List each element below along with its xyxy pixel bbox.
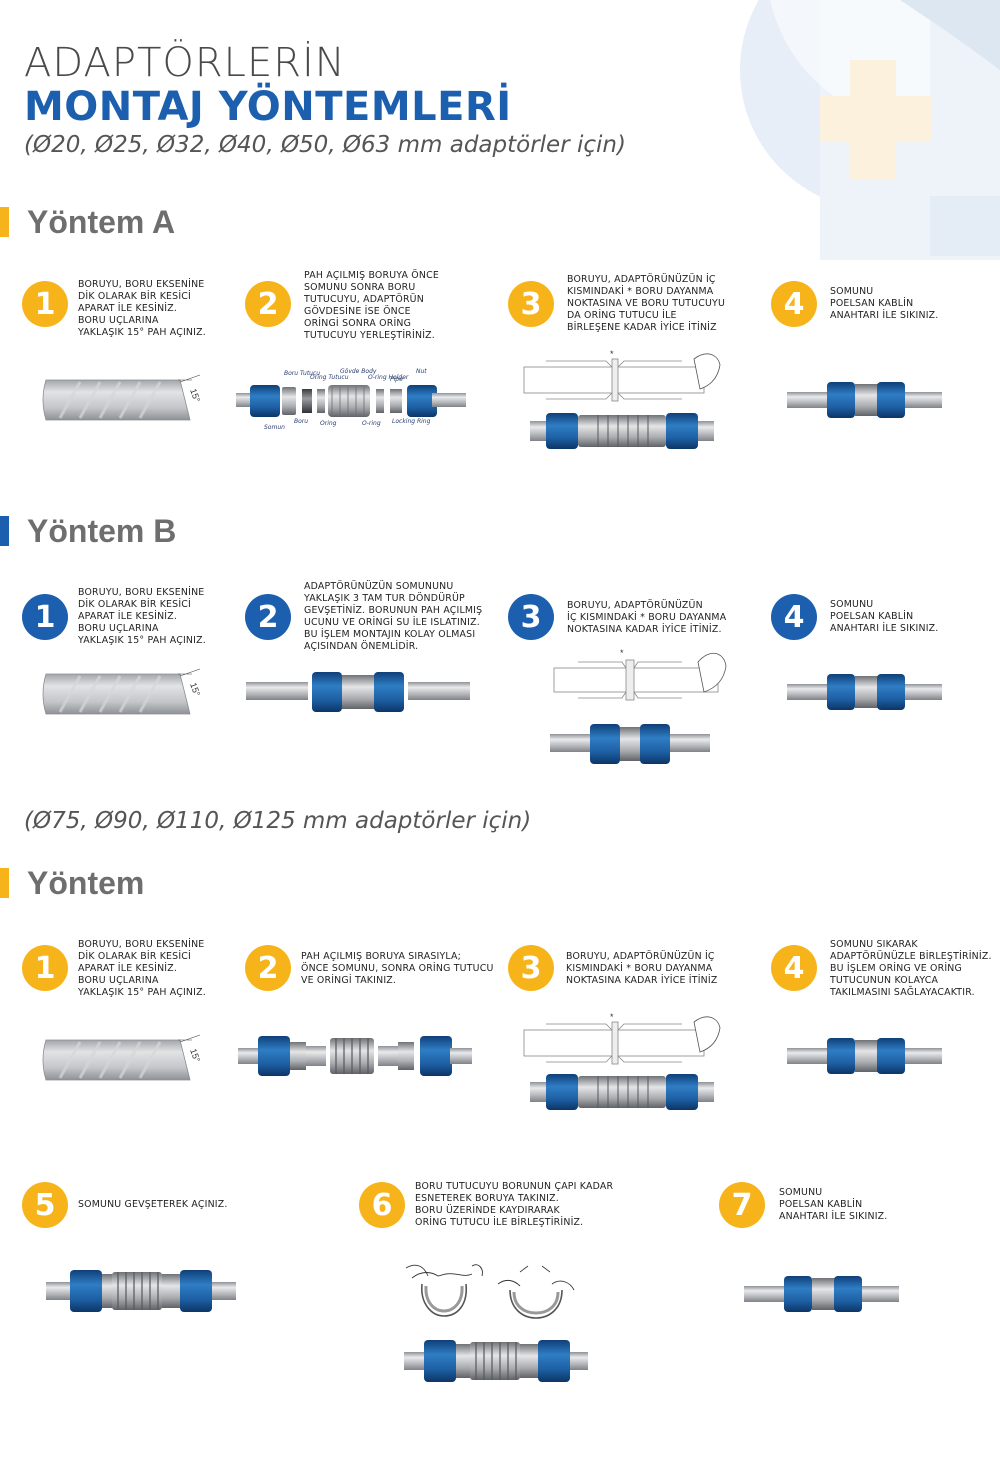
figure-c6-stretch-ring (404, 1264, 588, 1382)
stop-mark-a3: * (610, 349, 614, 359)
figure-c5-loosen-nut (46, 1270, 236, 1312)
step-c7-badge: 7 (719, 1182, 765, 1228)
step-c1-badge: 1 (22, 945, 68, 991)
subtitle-small-sizes: (Ø20, Ø25, Ø32, Ø40, Ø50, Ø63 mm adaptör… (24, 132, 626, 158)
subtitle-large-sizes: (Ø75, Ø90, Ø110, Ø125 mm adaptörler için… (24, 808, 532, 834)
step-a4-badge: 4 (771, 281, 817, 327)
step-b4-text: SOMUNU POELSAN KABLİN ANAHTARI İLE SIKIN… (830, 599, 939, 634)
hands-ring-left (405, 1264, 483, 1317)
label-somun: Somun (264, 424, 285, 431)
step-b2-text: ADAPTÖRÜNÜZÜN SOMUNUNU YAKLAŞIK 3 TAM TU… (304, 581, 483, 652)
label-oring: Oring (320, 420, 337, 427)
section-a-bar (0, 207, 9, 237)
label-oring-tutucu: Oring Tutucu (310, 374, 349, 381)
figure-c4-join-nut (787, 1038, 942, 1074)
label-o-ring: O-ring (362, 420, 381, 427)
step-c5-badge: 5 (22, 1182, 68, 1228)
step-b4-badge: 4 (771, 594, 817, 640)
step-a3-text: BORUYU, ADAPTÖRÜNÜZÜN İÇ KISMINDAKİ * BO… (567, 274, 726, 333)
step-a4-text: SOMUNU POELSAN KABLİN ANAHTARI İLE SIKIN… (830, 286, 939, 321)
step-c1-text: BORUYU, BORU EKSENİNE DİK OLARAK BİR KES… (78, 939, 206, 998)
section-c-title: Yöntem (27, 864, 145, 901)
step-b2-badge: 2 (245, 594, 291, 640)
hands-ring-right (497, 1265, 575, 1319)
figure-c7-tightened (744, 1276, 899, 1312)
step-a1-text: BORUYU, BORU EKSENİNE DİK OLARAK BİR KES… (78, 279, 206, 338)
figure-c1-cut-pipe: 15° (42, 1034, 202, 1081)
step-c4-badge: 4 (771, 945, 817, 991)
figure-b2-loosen-nut (246, 672, 470, 712)
section-b-header: Yöntem B (0, 512, 177, 549)
section-b-title: Yöntem B (27, 512, 177, 549)
step-c2-badge: 2 (245, 945, 291, 991)
step-a2-badge: 2 (245, 281, 291, 327)
label-locking-ring: Locking Ring (392, 418, 431, 425)
figure-a2-exploded-fitting: Boru Tutucu Oring Tutucu Gövde Body O-ri… (236, 368, 466, 431)
label-oring-holder: O-ring Holder (368, 374, 409, 381)
step-b3-badge: 3 (508, 594, 554, 640)
step-a2-text: PAH AÇILMIŞ BORUYA ÖNCE SOMUNU SONRA BOR… (304, 270, 439, 341)
step-b3-text: BORUYU, ADAPTÖRÜNÜZÜN İÇ KISMINDAKİ * BO… (567, 600, 727, 635)
step-c7-text: SOMUNU POELSAN KABLİN ANAHTARI İLE SIKIN… (779, 1187, 888, 1222)
step-c3-text: BORUYU, ADAPTÖRÜNÜZÜN İÇ KISMINDAKİ * BO… (566, 951, 718, 986)
step-c4-text: SOMUNU SIKARAK ADAPTÖRÜNÜZLE BİRLEŞTİRİN… (830, 939, 992, 998)
label-govde: Gövde Body (340, 368, 377, 375)
title-bold: MONTAJ YÖNTEMLERİ (24, 84, 512, 130)
section-a-header: Yöntem A (0, 203, 176, 240)
angle-label-c1: 15° (188, 1047, 202, 1064)
section-b-bar (0, 516, 9, 546)
step-a3-badge: 3 (508, 281, 554, 327)
step-c5-text: SOMUNU GEVŞETEREK AÇINIZ. (78, 1199, 228, 1210)
section-c-bar (0, 868, 9, 898)
step-b1-badge: 1 (22, 594, 68, 640)
stop-mark-b3: * (620, 648, 624, 658)
step-c3-badge: 3 (508, 945, 554, 991)
figure-a1-cut-pipe: 15° (42, 374, 202, 421)
label-boru-tutucu: Boru Tutucu (284, 370, 320, 377)
stop-mark-c3: * (610, 1012, 614, 1022)
figure-a3-push-pipe: * (523, 349, 721, 449)
label-boru: Boru (294, 418, 308, 425)
figure-b1-cut-pipe: 15° (42, 668, 202, 715)
figure-b4-tightened (787, 674, 942, 710)
angle-label-b1: 15° (188, 681, 202, 698)
section-a-title: Yöntem A (27, 203, 176, 240)
step-c6-text: BORU TUTUCUYU BORUNUN ÇAPI KADAR ESNETER… (415, 1181, 614, 1228)
step-c6-badge: 6 (359, 1182, 405, 1228)
angle-label-a1: 15° (188, 387, 202, 404)
title-light: ADAPTÖRLERİN (24, 40, 346, 86)
figure-a4-tightened (787, 382, 942, 418)
label-pipe: Pipe (390, 376, 403, 383)
figure-b3-push-pipe: * (550, 648, 727, 764)
section-c-header: Yöntem (0, 864, 145, 901)
label-nut: Nut (416, 368, 427, 375)
step-b1-text: BORUYU, BORU EKSENİNE DİK OLARAK BİR KES… (78, 587, 206, 646)
figure-c2-assemble-parts (238, 1036, 472, 1076)
figure-c3-push-pipe: * (523, 1012, 721, 1110)
step-a1-badge: 1 (22, 281, 68, 327)
step-c2-text: PAH AÇILMIŞ BORUYA SIRASIYLA; ÖNCE SOMUN… (301, 951, 494, 986)
